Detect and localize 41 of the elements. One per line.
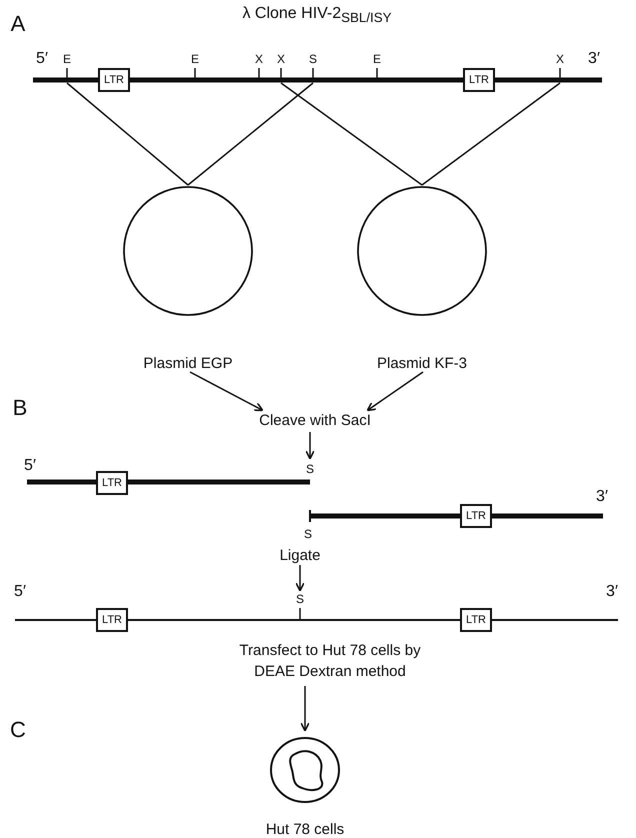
cell-label: Hut 78 cells [264, 821, 346, 838]
panel-letter: C [10, 718, 26, 742]
panel-letter: A [10, 12, 26, 36]
connector-line [188, 82, 314, 186]
site-label: X [277, 52, 285, 66]
site-label: S [306, 462, 314, 476]
connector-line [66, 82, 188, 186]
site-label: X [255, 52, 263, 66]
site-label: E [191, 52, 199, 66]
step-label: Ligate [265, 545, 335, 565]
arrow [300, 686, 310, 732]
clone-title: λ Clone HIV-2$_{SBL/ISY}$ [241, 5, 393, 26]
plasmid-label: Plasmid EGP [142, 355, 234, 372]
strand-end-label: 3′ [596, 488, 608, 506]
site-label: S [304, 527, 312, 541]
step-label: Cleave with SacI [250, 410, 380, 432]
site-label: E [63, 52, 71, 66]
ltr-box: LTR [96, 608, 128, 632]
arrow [366, 371, 424, 412]
arrow [305, 432, 315, 460]
connector-line [422, 82, 560, 186]
panel-letter: B [12, 396, 28, 420]
strand-end-label: 5′ [36, 50, 48, 68]
ltr-box: LTR [463, 68, 495, 92]
step-label: Transfect to Hut 78 cells by DEAE Dextran method [232, 640, 428, 686]
arrow [190, 371, 264, 412]
ltr-box: LTR [96, 471, 128, 495]
site-label: S [296, 592, 304, 606]
connector-line [280, 82, 422, 186]
ltr-box: LTR [460, 608, 492, 632]
strand-end-label: 3′ [606, 583, 618, 601]
strand-end-label: 5′ [24, 457, 36, 475]
ltr-box: LTR [98, 68, 130, 92]
strand-end-label: 5′ [14, 583, 26, 601]
ltr-box: LTR [460, 504, 492, 528]
site-label: E [373, 52, 381, 66]
plasmid-label: Plasmid KF-3 [376, 355, 468, 372]
strand-end-label: 3′ [588, 50, 600, 68]
site-label: X [556, 52, 564, 66]
arrow [295, 565, 305, 592]
site-label: S [309, 52, 317, 66]
